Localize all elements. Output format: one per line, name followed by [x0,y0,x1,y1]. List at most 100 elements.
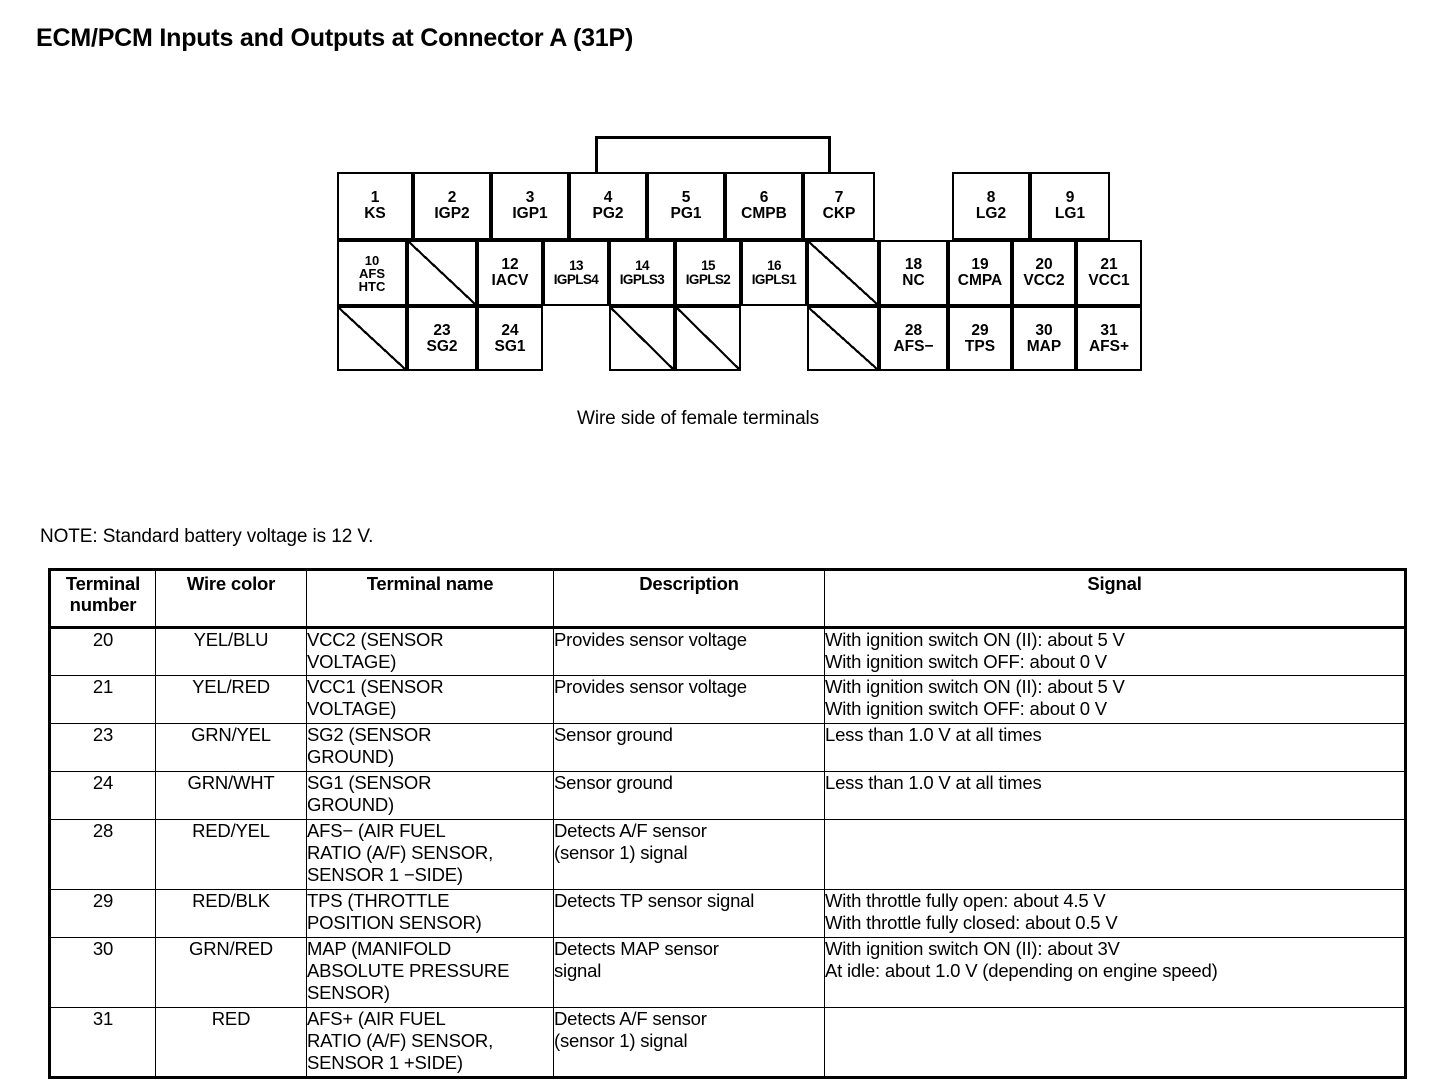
connector-pin-number: 23 [433,321,451,339]
cell-wire-color: YEL/RED [155,675,307,724]
cell-terminal-number: 30 [48,937,156,1008]
connector-pin-blank [609,306,675,371]
cell-description: Detects A/F sensor(sensor 1) signal [553,1007,825,1079]
cell-description: Detects A/F sensor(sensor 1) signal [553,819,825,890]
cell-terminal-number: 24 [48,771,156,820]
connector-pin-label: IGP1 [512,205,548,222]
cell-signal: Less than 1.0 V at all times [824,771,1407,820]
connector-pin-number: 30 [1035,321,1053,339]
connector-latch-tab [595,136,831,172]
terminal-number-line1: Terminal [65,573,141,594]
cell-terminal-name-line: GROUND) [307,794,394,816]
connector-pin-label-2: HTC [358,278,386,294]
connector-pin-number: 7 [834,189,844,207]
cell-description-line: Sensor ground [554,772,673,793]
connector-pin-number: 18 [904,256,923,274]
connector-pin-number: 3 [525,189,535,207]
cell-description-line: (sensor 1) signal [554,1030,688,1052]
connector-pin-number: 6 [759,189,769,207]
cell-signal-line: Less than 1.0 V at all times [825,772,1042,793]
terminal-number-line2: number [69,593,137,615]
connector-pin-label: IGPLS2 [685,272,731,287]
cell-signal-line: With throttle fully open: about 4.5 V [825,890,1106,911]
connector-pin-number: 28 [904,321,923,339]
connector-pin-blank [807,240,879,306]
cell-wire-color: YEL/BLU [155,627,307,676]
connector-pin-number: 15 [701,258,715,274]
cell-terminal-name-line: MAP (MANIFOLD [307,938,452,959]
cell-terminal-name-line: SENSOR 1 +SIDE) [307,1052,463,1074]
connector-pin-label: CMPA [957,272,1003,289]
connector-pin-label: AFS− [893,337,934,355]
cell-signal-line: With ignition switch OFF: about 0 V [825,698,1107,720]
table-header: Terminal number Wire color Terminal name… [48,568,1407,629]
cell-description-line: Detects MAP sensor [554,938,719,959]
terminal-table: Terminal number Wire color Terminal name… [48,568,1407,1079]
cell-signal-line: With throttle fully closed: about 0.5 V [825,912,1118,934]
table-header-row: Terminal number Wire color Terminal name… [48,568,1407,629]
connector-pin-label: IGPLS4 [553,272,599,287]
connector-pin-blank [675,306,741,371]
cell-signal-line: With ignition switch ON (II): about 5 V [825,629,1125,650]
column-header-wire-color: Wire color [155,568,307,629]
cell-description-line: (sensor 1) signal [554,842,688,864]
connector-pin-label: SG1 [494,337,526,355]
cell-terminal-name-line: SG2 (SENSOR [307,724,432,745]
connector-pin-label: IACV [491,272,529,289]
connector-pin-label: VCC2 [1023,272,1065,289]
connector-pin-number: 9 [1065,189,1075,207]
connector-pin-number: 13 [569,258,583,274]
cell-description-line: signal [554,960,602,982]
connector-pin-label: IGPLS1 [751,272,797,287]
connector-pin-blank [407,240,477,306]
cell-signal: Less than 1.0 V at all times [824,723,1407,772]
cell-description: Provides sensor voltage [553,675,825,724]
cell-terminal-name-line: SG1 (SENSOR [307,772,432,793]
column-header-terminal-number: Terminal number [48,568,156,629]
connector-pin-number: 14 [635,258,649,274]
cell-description: Sensor ground [553,771,825,820]
cell-terminal-name-line: VCC2 (SENSOR [307,629,444,650]
cell-description-line: Detects TP sensor signal [554,890,755,911]
connector-pin-number: 24 [501,321,519,339]
cell-terminal-name-line: AFS− (AIR FUEL [307,820,446,841]
connector-pin-label: SG2 [426,337,458,355]
cell-description-line: Sensor ground [554,724,673,745]
cell-description: Detects TP sensor signal [553,889,825,938]
cell-wire-color: GRN/RED [155,937,307,1008]
connector-pin-number: 8 [986,189,996,207]
connector-pin-blank [807,306,879,371]
connector-pin-label: AFS [359,265,385,281]
connector-pin-label: LG2 [975,205,1007,222]
